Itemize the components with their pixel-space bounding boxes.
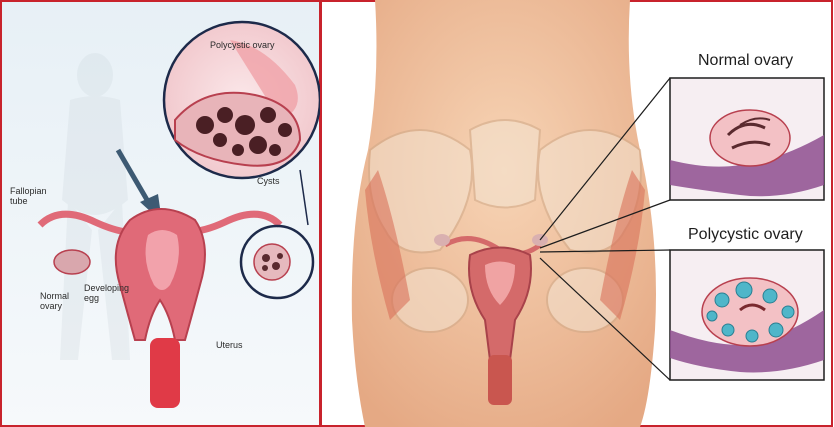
left-panel <box>0 0 321 427</box>
normal-ovary-shape <box>54 250 90 274</box>
uterus-label: Uterus <box>216 340 243 350</box>
normal-ovary-title: Normal ovary <box>698 52 793 70</box>
polycystic-ovary-box <box>670 250 824 380</box>
normal-ovary-label-line1: Normal <box>40 291 69 301</box>
polycystic-ovary-shape <box>254 244 290 280</box>
fallopian-label-line1: Fallopian <box>10 186 47 196</box>
normal-ovary-box <box>670 78 824 200</box>
vaginal-canal <box>150 338 180 408</box>
normal-ovary-label-line2: ovary <box>40 301 62 311</box>
polycystic-ovary-title: Polycystic ovary <box>688 226 803 244</box>
polycystic-ovary-zoom-label: Polycystic ovary <box>210 40 275 50</box>
developing-egg-label-line1: Developing <box>84 283 129 293</box>
developing-egg-label-line2: egg <box>84 293 99 303</box>
cysts-label: Cysts <box>257 176 280 186</box>
fallopian-label-line2: tube <box>10 196 28 206</box>
